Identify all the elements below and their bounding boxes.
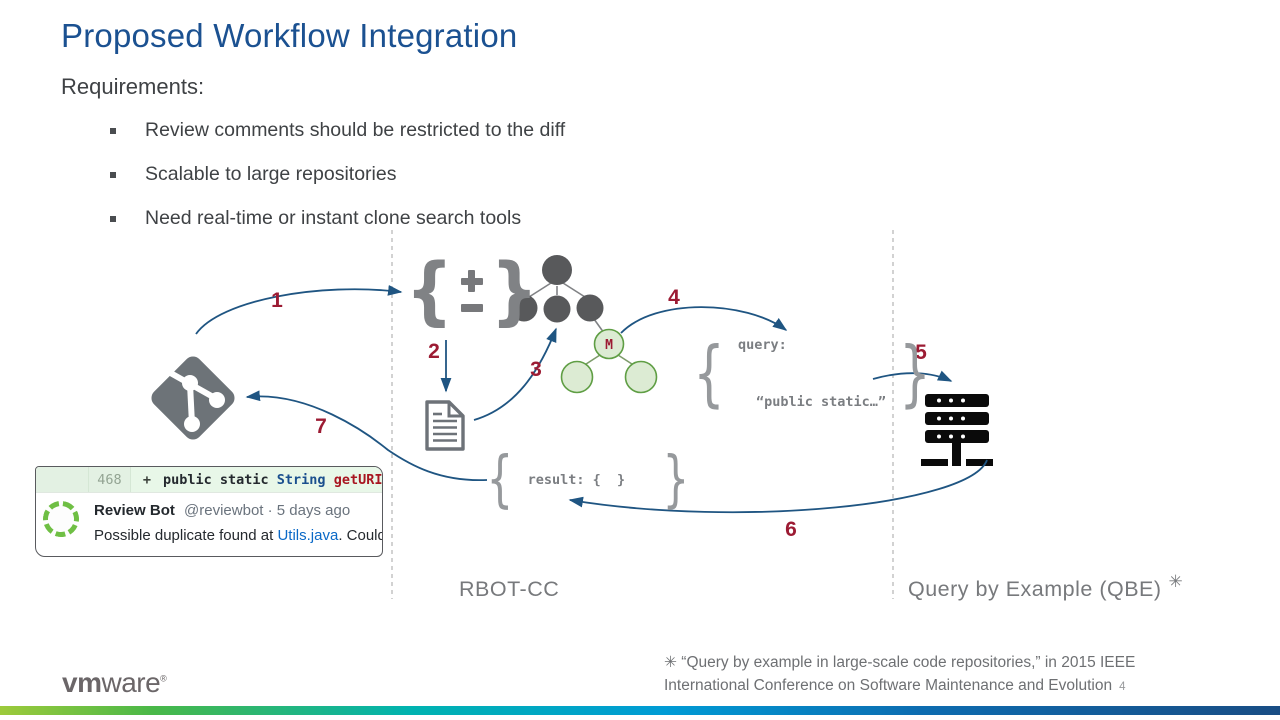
page-title: Proposed Workflow Integration bbox=[61, 17, 518, 54]
step-label-6: 6 bbox=[785, 518, 797, 541]
comment-prefix: Possible duplicate found at bbox=[94, 527, 278, 544]
brace-left-icon: { bbox=[405, 248, 454, 334]
step-label-3: 3 bbox=[530, 358, 542, 381]
step-label-7: 7 bbox=[315, 415, 327, 438]
code-keyword: public static bbox=[163, 471, 277, 488]
diff-icon: { } bbox=[403, 247, 540, 335]
diff-plus-sign: + bbox=[131, 467, 163, 492]
vmware-logo: vmware® bbox=[62, 667, 167, 698]
match-node-label: M bbox=[605, 338, 613, 353]
match-child-node bbox=[560, 360, 594, 394]
tree-root-node bbox=[542, 255, 572, 285]
diff-code-text: public static String getURI bbox=[163, 467, 382, 492]
bullet-square-icon bbox=[110, 127, 116, 134]
bullet-text: Need real-time or instant clone search t… bbox=[145, 207, 522, 229]
page-number: 4 bbox=[1119, 680, 1126, 693]
qbe-label: Query by Example (QBE) ✳ bbox=[908, 572, 1183, 602]
step-label-2: 2 bbox=[428, 340, 440, 363]
review-bot-avatar bbox=[39, 497, 83, 541]
review-comment-text: Possible duplicate found at Utils.java. … bbox=[94, 527, 382, 544]
requirements-heading: Requirements: bbox=[61, 74, 205, 99]
step-label-4: 4 bbox=[668, 286, 680, 309]
bullet-item: Review comments should be restricted to … bbox=[110, 119, 565, 142]
citation: ✳ “Query by example in large-scale code … bbox=[664, 652, 1254, 698]
diff-code-row: 468 + public static String getURI bbox=[36, 467, 382, 493]
brace-right-icon: } bbox=[662, 443, 689, 516]
tree-child-node bbox=[576, 294, 604, 322]
document-icon bbox=[425, 400, 465, 451]
brand-gradient-bar bbox=[0, 706, 1280, 715]
bullet-square-icon bbox=[110, 171, 116, 178]
utils-java-link[interactable]: Utils.java bbox=[277, 527, 339, 544]
bullet-square-icon bbox=[110, 215, 116, 222]
code-type: String bbox=[276, 471, 326, 488]
git-icon bbox=[151, 356, 235, 440]
step-label-5: 5 bbox=[915, 341, 927, 364]
brace-right-icon: } bbox=[490, 248, 538, 334]
bullet-item: Need real-time or instant clone search t… bbox=[110, 207, 565, 230]
review-comment-card: 468 + public static String getURI Review… bbox=[35, 466, 383, 557]
requirements-list: Review comments should be restricted to … bbox=[110, 119, 565, 251]
brace-right-icon: } bbox=[899, 331, 931, 416]
query-line-1: query: bbox=[738, 337, 787, 353]
arrow-3 bbox=[473, 327, 557, 421]
match-child-node bbox=[624, 360, 658, 394]
diff-line-number: 468 bbox=[89, 467, 131, 492]
review-author: Review Bot bbox=[94, 502, 175, 519]
citation-line-2: International Conference on Software Mai… bbox=[664, 676, 1113, 694]
comment-suffix: . Could bbox=[338, 527, 383, 544]
qbe-label-text: Query by Example (QBE) bbox=[908, 577, 1162, 601]
tree-child-node bbox=[543, 295, 571, 323]
step-label-1: 1 bbox=[271, 289, 283, 312]
arrow-1 bbox=[195, 285, 403, 335]
bullet-text: Review comments should be restricted to … bbox=[145, 119, 566, 141]
query-block: { query: “public static…” } bbox=[688, 332, 936, 416]
brace-left-icon: { bbox=[693, 331, 725, 416]
citation-line-1: ✳ “Query by example in large-scale code … bbox=[664, 654, 1136, 671]
plus-icon bbox=[460, 270, 483, 292]
bullet-text: Scalable to large repositories bbox=[145, 163, 397, 185]
result-block: { result: { } } bbox=[482, 443, 693, 516]
review-meta: @reviewbot · 5 days ago bbox=[184, 502, 351, 519]
footnote-asterisk-icon: ✳ bbox=[1168, 572, 1184, 591]
diff-gutter-cell bbox=[36, 467, 89, 492]
brace-left-icon: { bbox=[486, 443, 514, 516]
registered-mark: ® bbox=[160, 673, 167, 684]
query-line-2: “public static…” bbox=[756, 394, 887, 410]
result-text: result: { } bbox=[527, 471, 626, 488]
rbot-cc-label: RBOT-CC bbox=[459, 577, 560, 601]
match-node bbox=[593, 328, 625, 360]
code-method: getURI bbox=[325, 471, 382, 488]
bullet-item: Scalable to large repositories bbox=[110, 163, 565, 186]
minus-icon bbox=[460, 304, 483, 312]
